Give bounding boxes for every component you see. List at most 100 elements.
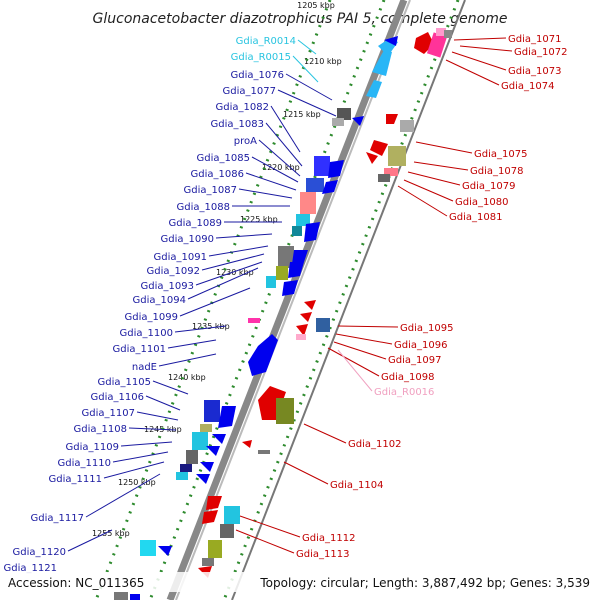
gene-label-gdia_r0016[interactable]: Gdia_R0016 (374, 387, 434, 398)
gene-label-gdia_r0015[interactable]: Gdia_R0015 (231, 52, 291, 63)
gene-label-gdia_1077[interactable]: Gdia_1077 (223, 86, 276, 97)
feature-gene (186, 450, 198, 464)
gene-label-gdia_1090[interactable]: Gdia_1090 (161, 234, 214, 245)
gene-label-gdia_1096[interactable]: Gdia_1096 (394, 340, 447, 351)
leader-gdia_1095 (337, 325, 399, 328)
feature-gene (200, 424, 212, 432)
gene-label-gdia_1101[interactable]: Gdia_1101 (113, 344, 166, 355)
gene-label-gdia_1105[interactable]: Gdia_1105 (98, 377, 151, 388)
scale-label-1255: 1255 kbp (92, 529, 130, 538)
leader-gdia_1098 (327, 347, 380, 377)
gene-label-gdia_1107[interactable]: Gdia_1107 (82, 408, 135, 419)
outer-track-line (231, 0, 466, 600)
scale-label-1215: 1215 kbp (283, 110, 321, 119)
genome-backbone (166, 0, 466, 600)
leader-gdia_1112 (239, 515, 301, 538)
scale-label-1250: 1250 kbp (118, 478, 156, 487)
gene-label-gdia_1104[interactable]: Gdia_1104 (330, 480, 383, 491)
feature-gene (300, 312, 312, 322)
gene-label-gdia_1120[interactable]: Gdia_1120 (13, 547, 66, 558)
gene-label-gdia_1094[interactable]: Gdia_1094 (133, 295, 186, 306)
feature-gene (314, 156, 330, 176)
footer-band (0, 572, 600, 592)
gene-label-gdia_1071[interactable]: Gdia_1071 (508, 34, 561, 45)
feature-gene (292, 226, 302, 236)
gene-label-gdia_1083[interactable]: Gdia_1083 (211, 119, 264, 130)
gene-label-gdia_1074[interactable]: Gdia_1074 (501, 81, 554, 92)
gene-label-gdia_1098[interactable]: Gdia_1098 (381, 372, 434, 383)
accession-text: Accession: NC_011365 (8, 576, 144, 590)
gene-label-gdia_1078[interactable]: Gdia_1078 (470, 166, 523, 177)
leader-gdia_1091 (208, 245, 269, 257)
feature-gene (114, 592, 128, 600)
gene-label-gdia_1076[interactable]: Gdia_1076 (231, 70, 284, 81)
gene-label-gdia_1089[interactable]: Gdia_1089 (169, 218, 222, 229)
leader-gdia_1075 (415, 141, 473, 154)
gene-label-gdia_1097[interactable]: Gdia_1097 (388, 355, 441, 366)
gene-label-nade[interactable]: nadE (132, 362, 157, 373)
leader-gdia_1079 (407, 171, 461, 186)
gene-label-gdia_1080[interactable]: Gdia_1080 (455, 197, 508, 208)
gene-label-gdia_1108[interactable]: Gdia_1108 (74, 424, 127, 435)
feature-gene (388, 146, 406, 166)
feature-gene (276, 266, 288, 280)
leader-gdia_1082 (270, 105, 301, 153)
feature-gene (306, 178, 324, 192)
gene-label-gdia_1113[interactable]: Gdia_1113 (296, 549, 349, 560)
feature-gene (296, 324, 308, 336)
leader-gdia_1109 (120, 441, 173, 447)
gene-label-gdia_1082[interactable]: Gdia_1082 (216, 102, 269, 113)
gene-label-gdia_1111[interactable]: Gdia_1111 (49, 474, 102, 485)
gene-label-gdia_1091[interactable]: Gdia_1091 (154, 252, 207, 263)
gene-label-gdia_1106[interactable]: Gdia_1106 (91, 392, 144, 403)
gene-label-gdia_1079[interactable]: Gdia_1079 (462, 181, 515, 192)
feature-gene (300, 192, 316, 214)
feature-gene (370, 140, 388, 156)
gene-label-gdia_1092[interactable]: Gdia_1092 (147, 266, 200, 277)
feature-gene (426, 32, 448, 58)
gene-label-gdia_1072[interactable]: Gdia_1072 (514, 47, 567, 58)
scale-label-1220: 1220 kbp (262, 163, 300, 172)
feature-gene (204, 400, 220, 422)
feature-gene (304, 222, 320, 242)
gene-label-gdia_1085[interactable]: Gdia_1085 (197, 153, 250, 164)
gene-label-gdia_1093[interactable]: Gdia_1093 (141, 281, 194, 292)
gene-label-gdia_1073[interactable]: Gdia_1073 (508, 66, 561, 77)
feature-gene (332, 118, 344, 126)
gene-label-gdia_1086[interactable]: Gdia_1086 (191, 169, 244, 180)
gene-label-proa[interactable]: proA (234, 136, 257, 147)
gene-label-gdia_1081[interactable]: Gdia_1081 (449, 212, 502, 223)
leader-gdia_1108 (128, 427, 177, 431)
leader-gdia_1097 (333, 341, 387, 360)
leader-lines (67, 37, 513, 554)
gene-label-gdia_1088[interactable]: Gdia_1088 (177, 202, 230, 213)
gene-label-gdia_1099[interactable]: Gdia_1099 (125, 312, 178, 323)
feature-gene (444, 30, 452, 38)
gene-features (114, 28, 452, 600)
gene-label-gdia_1121[interactable]: Gdia_1121 (4, 563, 57, 574)
gene-label-gdia_1117[interactable]: Gdia_1117 (31, 513, 84, 524)
gene-label-gdia_r0014[interactable]: Gdia_R0014 (236, 36, 296, 47)
feature-gene (352, 116, 364, 126)
gene-label-gdia_1095[interactable]: Gdia_1095 (400, 323, 453, 334)
gene-label-gdia_1100[interactable]: Gdia_1100 (120, 328, 173, 339)
gene-label-gdia_1112[interactable]: Gdia_1112 (302, 533, 355, 544)
leader-gdia_1094 (187, 267, 259, 300)
gene-label-gdia_1109[interactable]: Gdia_1109 (66, 442, 119, 453)
gene-label-gdia_1087[interactable]: Gdia_1087 (184, 185, 237, 196)
feature-gene (180, 464, 192, 472)
feature-gene (212, 434, 226, 444)
feature-gene (196, 474, 210, 484)
feature-gene (296, 214, 310, 226)
gene-label-gdia_1075[interactable]: Gdia_1075 (474, 149, 527, 160)
feature-gene (140, 540, 156, 556)
gene-label-gdia_1110[interactable]: Gdia_1110 (58, 458, 111, 469)
feature-gene (366, 152, 378, 164)
leader-gdia_1073 (451, 51, 507, 71)
feature-gene (276, 398, 294, 424)
leader-gdia_1080 (403, 179, 454, 202)
scale-label-1235: 1235 kbp (192, 322, 230, 331)
feature-gene (200, 462, 214, 472)
gene-label-gdia_1102[interactable]: Gdia_1102 (348, 439, 401, 450)
left-gene-labels: Gdia_R0014Gdia_R0015Gdia_1076Gdia_1077Gd… (4, 36, 296, 574)
